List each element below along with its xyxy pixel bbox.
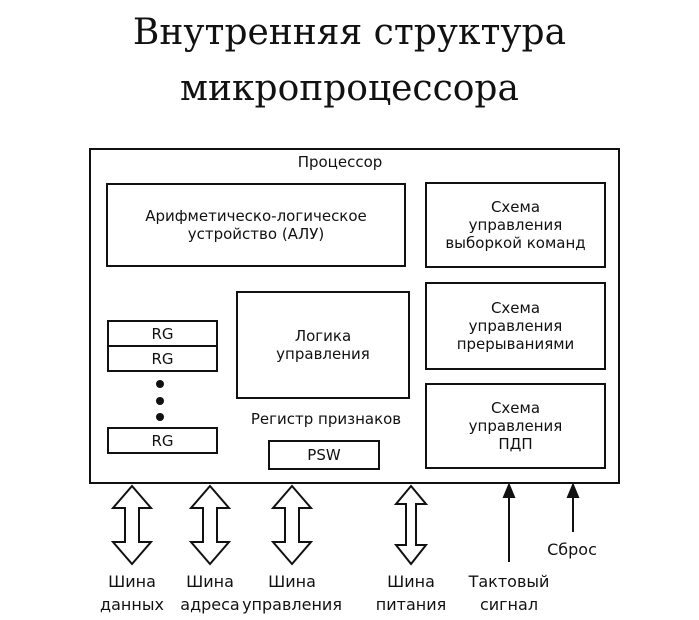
page-title-line-1: Внутренняя структура (132, 12, 567, 53)
register-label: RG (151, 349, 174, 368)
interrupt-control-label: Схема управления прерываниями (456, 299, 575, 353)
control-bus-double-arrow (270, 484, 314, 566)
flags-register-label: Регистр признаков (250, 410, 402, 428)
alu-label: Арифметическо-логическое устройство (АЛУ… (145, 207, 367, 243)
data-bus-label: Шина данных (100, 572, 164, 614)
control-logic-label: Логика управления (276, 327, 370, 363)
ellipsis-dot (156, 397, 164, 405)
page-title-line-2: микропроцессора (180, 68, 519, 109)
register-label: RG (151, 431, 174, 450)
reset-label: Сброс (547, 540, 597, 559)
power-bus-double-arrow (393, 484, 429, 566)
dma-control-label: Схема управления ПДП (468, 399, 563, 453)
dma-control-box: Схема управления ПДП (425, 383, 606, 469)
fetch-control-box: Схема управления выборкой команд (425, 182, 606, 268)
control-logic-box: Логика управления (236, 291, 410, 399)
processor-label: Процессор (297, 153, 383, 171)
fetch-control-label: Схема управления выборкой команд (445, 198, 586, 252)
ellipsis-dot (156, 413, 164, 421)
data-bus-double-arrow (110, 484, 154, 566)
control-bus-label: Шина управления (242, 572, 342, 614)
register-rg-2: RG (107, 345, 218, 372)
address-bus-double-arrow (188, 484, 232, 566)
clock-signal-arrowhead (502, 482, 516, 498)
psw-label: PSW (307, 446, 341, 464)
ellipsis-dot (156, 380, 164, 388)
register-label: RG (151, 324, 174, 343)
power-bus-label: Шина питания (375, 572, 447, 614)
reset-arrowhead (566, 482, 580, 498)
clock-signal-label: Тактовый сигнал (468, 572, 550, 614)
psw-box: PSW (268, 440, 380, 470)
address-bus-label: Шина адреса (180, 572, 240, 614)
alu-box: Арифметическо-логическое устройство (АЛУ… (106, 183, 406, 267)
interrupt-control-box: Схема управления прерываниями (425, 282, 606, 370)
register-rg-3: RG (107, 427, 218, 454)
